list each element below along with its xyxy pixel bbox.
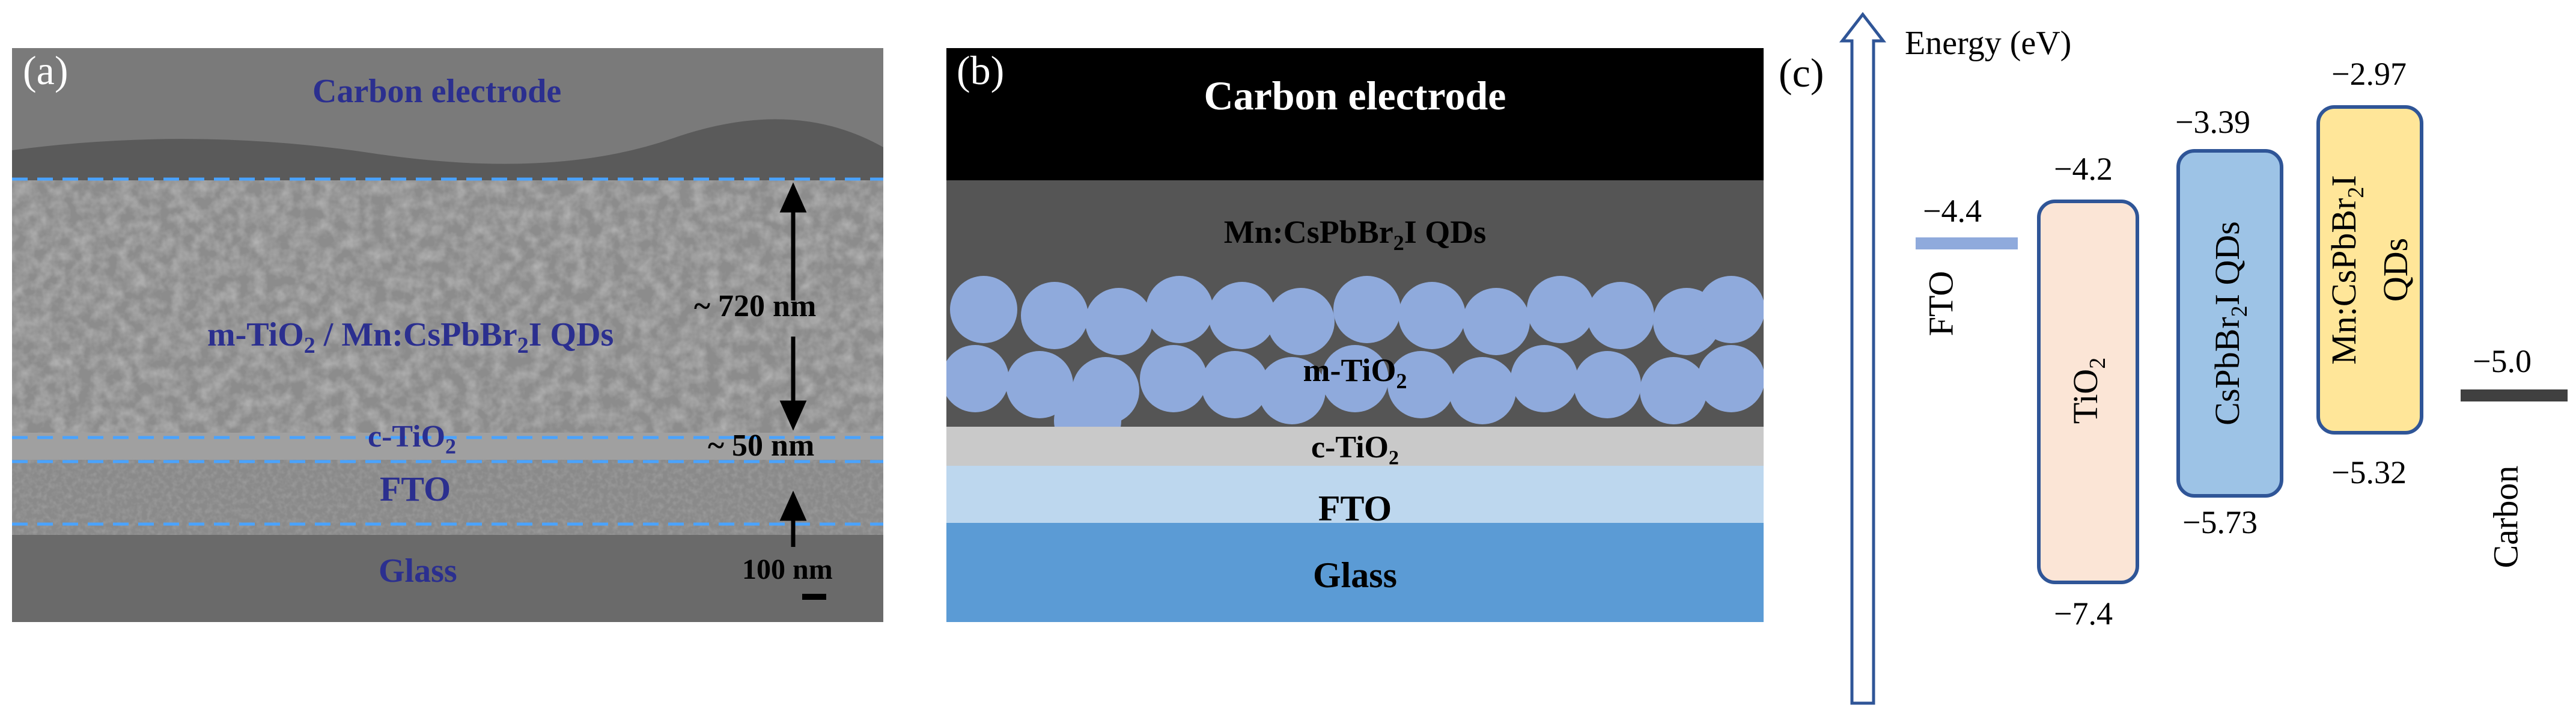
tio2-sphere (1398, 282, 1466, 349)
tio2-sphere (1640, 357, 1707, 424)
mn-cspbbr2i-name: Mn:CsPbBr2I QDs (2324, 175, 2415, 365)
tio2-cb-value: −4.2 (2054, 151, 2113, 187)
energy-axis-label: Energy (eV) (1905, 25, 2072, 62)
tio2-sphere (950, 276, 1017, 343)
tio2-sphere (1201, 351, 1268, 418)
tio2-sphere (1449, 357, 1516, 424)
mn-cspbbr2i-cb-value: −2.97 (2331, 56, 2407, 92)
schematic-tio2-spheres (946, 276, 1764, 454)
schematic-label-mtio2: m-TiO2 (1303, 352, 1407, 393)
scale-bar-label: 100 nm (742, 554, 833, 585)
tio2-sphere (1463, 288, 1530, 355)
sem-layer-boundaries (12, 177, 883, 526)
tio2-sphere (1006, 351, 1073, 418)
panel-a-tag: (a) (23, 47, 69, 93)
tio2-sphere (1208, 282, 1276, 349)
tio2-band-box (2037, 200, 2139, 584)
fto-level-value: −4.4 (1923, 193, 1982, 229)
sem-label-mesoporous: m-TiO2 / Mn:CsPbBr2I QDs (207, 316, 614, 359)
schematic-fto-layer (946, 466, 1764, 523)
sem-carbon-edge (12, 119, 883, 180)
thickness-arrow-bottom (779, 490, 807, 547)
tio2-sphere (1146, 276, 1213, 343)
schematic-label-carbon: Carbon electrode (1204, 73, 1506, 118)
mn-cspbbr2i-band-box (2316, 105, 2423, 435)
cspbbr2i-name: CsPbBr2I QDs (2208, 221, 2252, 426)
cspbbr2i-cb-value: −3.39 (2175, 104, 2250, 140)
mn-cspbbr2i-vb-value: −5.32 (2331, 454, 2407, 490)
cspbbr2i-vb-value: −5.73 (2182, 504, 2258, 540)
fto-name: FTO (1921, 270, 1961, 337)
tio2-sphere (1527, 276, 1594, 343)
schematic-ctio2-layer (946, 427, 1764, 466)
tio2-sphere (1587, 282, 1654, 349)
schematic-label-glass: Glass (1312, 555, 1398, 595)
thickness-arrow-top (779, 182, 807, 431)
schematic-label-qds: Mn:CsPbBr2I QDs (1223, 214, 1487, 255)
tio2-sphere (1698, 276, 1764, 343)
tio2-sphere (1321, 345, 1389, 412)
panel-b-tag: (b) (957, 47, 1005, 93)
schematic-panel (946, 48, 1764, 622)
panel-c-tag: (c) (1779, 50, 1824, 96)
carbon-level-value: −5.0 (2473, 343, 2532, 379)
tio2-sphere (1698, 345, 1764, 412)
schematic-label-ctio2: c-TiO2 (1311, 430, 1399, 469)
tio2-name: TiO2 (2066, 357, 2110, 424)
sem-mesoporous-texture (12, 180, 883, 433)
sem-panel (12, 48, 883, 622)
tio2-sphere (1333, 276, 1401, 343)
sem-label-compact: c-TiO2 (368, 420, 457, 459)
carbon-level-bar (2461, 389, 2568, 401)
tio2-vb-value: −7.4 (2054, 596, 2113, 632)
sem-glass-region (12, 535, 883, 622)
schematic-label-fto: FTO (1318, 489, 1392, 528)
tio2-sphere (1574, 351, 1641, 418)
cspbbr2i-band-box (2176, 149, 2283, 498)
sem-fto-texture (12, 460, 883, 535)
tio2-sphere (1511, 345, 1578, 412)
tio2-sphere (1267, 288, 1335, 355)
tio2-sphere (1387, 351, 1455, 418)
tio2-sphere (1140, 345, 1207, 412)
schematic-carbon-layer (946, 48, 1764, 180)
scale-bar (802, 594, 826, 600)
thickness-label-720: ~ 720 nm (694, 289, 817, 323)
tio2-sphere (1021, 282, 1088, 349)
energy-axis-arrow (1839, 12, 1887, 705)
sem-label-carbon: Carbon electrode (312, 73, 562, 110)
sem-label-glass: Glass (379, 552, 457, 590)
sem-label-fto: FTO (380, 469, 451, 508)
fto-level-bar (1916, 237, 2018, 249)
tio2-sphere (946, 345, 1009, 412)
carbon-name: Carbon (2486, 465, 2526, 569)
schematic-glass-layer (946, 523, 1764, 622)
tio2-sphere (1085, 288, 1153, 355)
thickness-label-50: ~ 50 nm (708, 429, 815, 463)
tio2-sphere (1258, 357, 1326, 424)
